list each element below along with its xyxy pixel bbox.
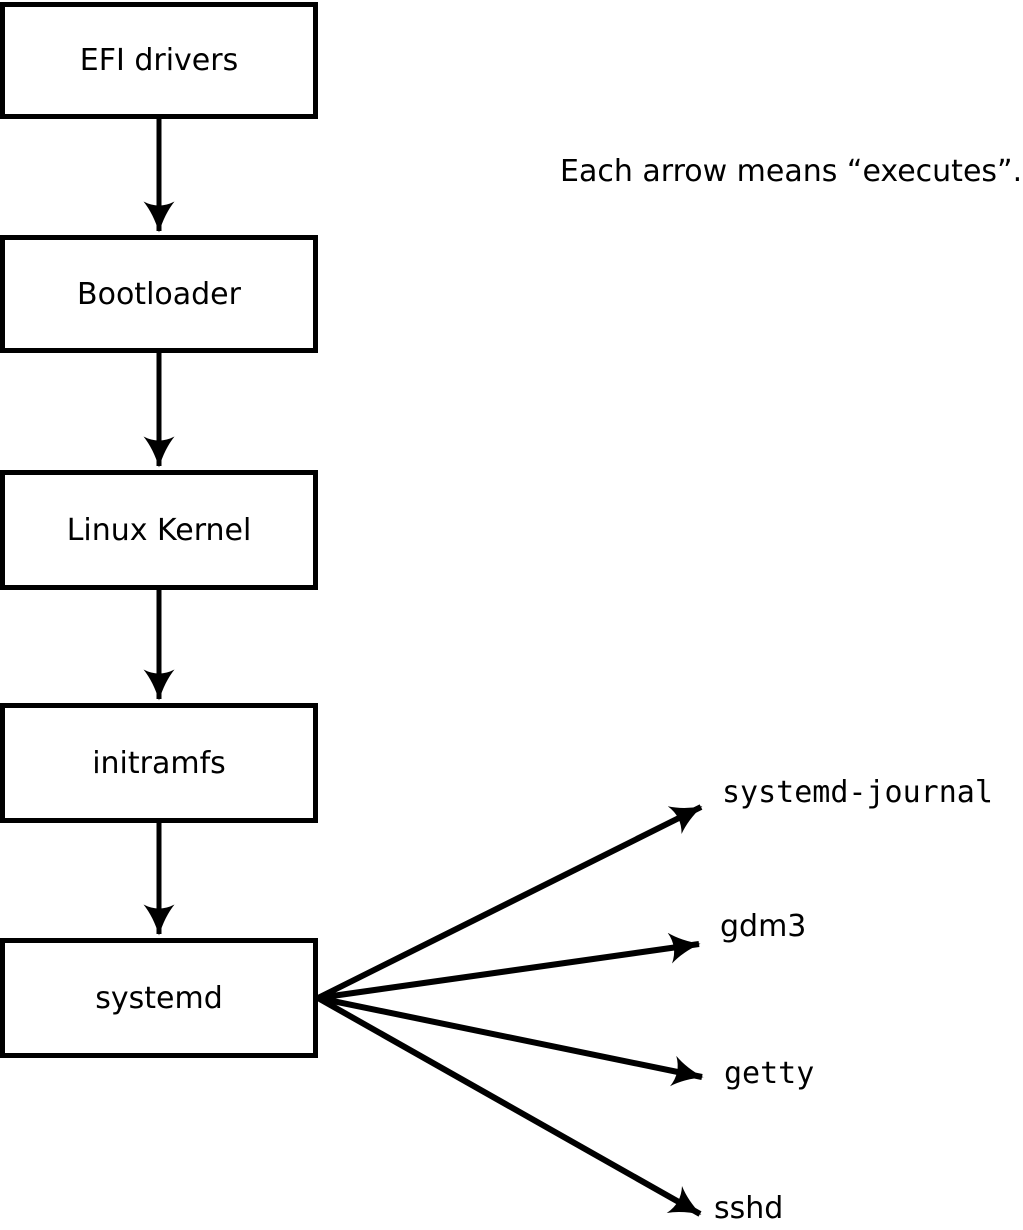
node-systemd: systemd bbox=[0, 938, 318, 1058]
arrow-systemd-to-sshd bbox=[316, 995, 702, 1217]
node-initramfs: initramfs bbox=[0, 703, 318, 823]
node-systemd-label: systemd bbox=[95, 980, 223, 1016]
arrow-systemd-to-journal bbox=[316, 804, 703, 1001]
child-label-gdm3: gdm3 bbox=[720, 909, 807, 944]
arrow-legend-note: Each arrow means “executes”. bbox=[560, 154, 1023, 189]
child-label-systemd-journal: systemd-journal bbox=[722, 775, 993, 810]
child-label-sshd: sshd bbox=[714, 1191, 784, 1226]
node-linux-kernel-label: Linux Kernel bbox=[66, 512, 252, 548]
arrow-systemd-to-getty bbox=[317, 995, 704, 1087]
node-efi-drivers: EFI drivers bbox=[0, 2, 318, 119]
node-bootloader-label: Bootloader bbox=[77, 276, 241, 312]
node-linux-kernel: Linux Kernel bbox=[0, 470, 318, 590]
child-label-getty: getty bbox=[724, 1056, 815, 1091]
node-efi-drivers-label: EFI drivers bbox=[79, 43, 239, 78]
arrow-systemd-to-gdm3 bbox=[317, 932, 701, 1001]
node-bootloader: Bootloader bbox=[0, 235, 318, 353]
node-initramfs-label: initramfs bbox=[92, 745, 226, 781]
